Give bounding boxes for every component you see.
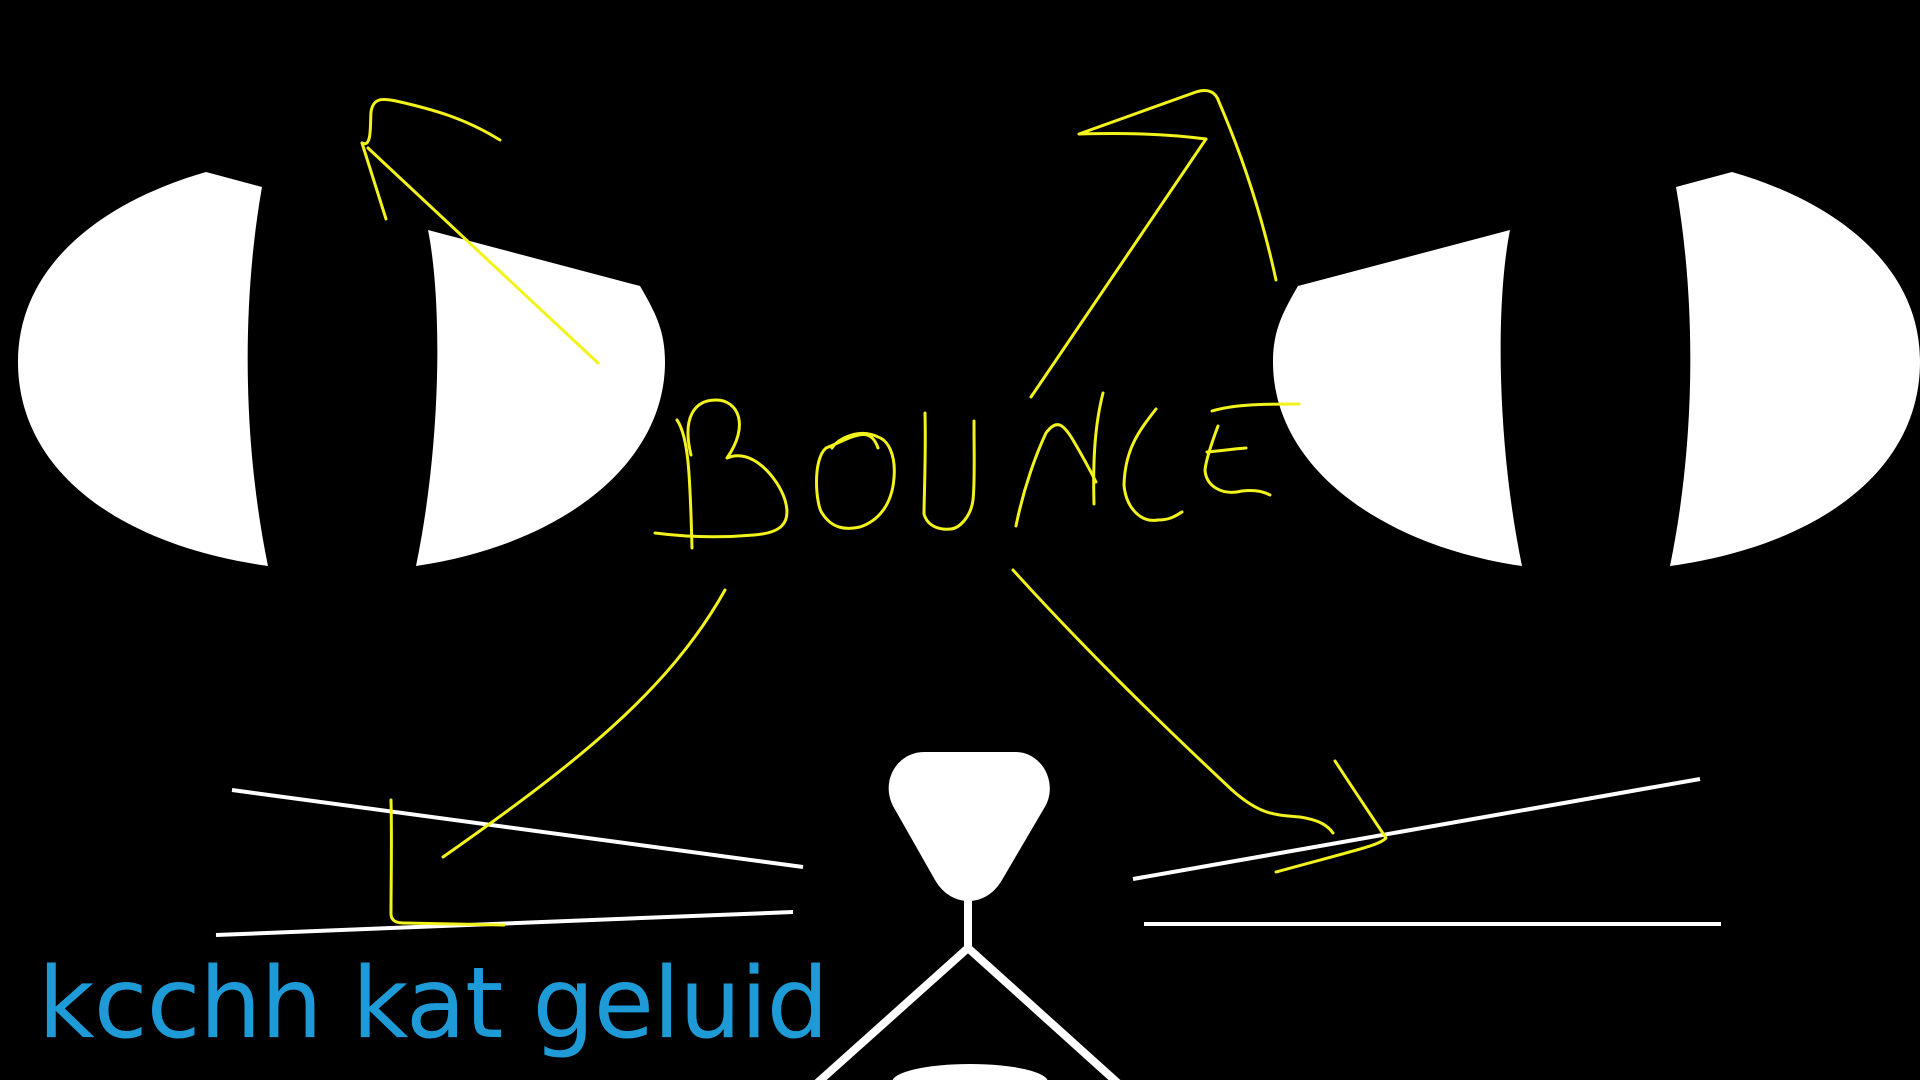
left-eye bbox=[18, 172, 665, 566]
mouth bbox=[814, 900, 1121, 1080]
left-eye-outer bbox=[18, 172, 268, 566]
nose bbox=[888, 752, 1050, 901]
whiskers bbox=[215, 777, 1721, 937]
right-eye-inner bbox=[1273, 230, 1522, 566]
right-eye bbox=[1273, 172, 1920, 566]
whisker-left-lower bbox=[215, 910, 794, 937]
bounce-annotation bbox=[360, 88, 1388, 927]
whisker-left-upper bbox=[231, 788, 804, 869]
left-eye-inner bbox=[416, 230, 665, 566]
right-eye-outer bbox=[1670, 172, 1920, 566]
chin bbox=[892, 1064, 1048, 1080]
whisker-right-upper bbox=[1132, 777, 1701, 881]
caption-text: kcchh kat geluid bbox=[38, 947, 829, 1061]
